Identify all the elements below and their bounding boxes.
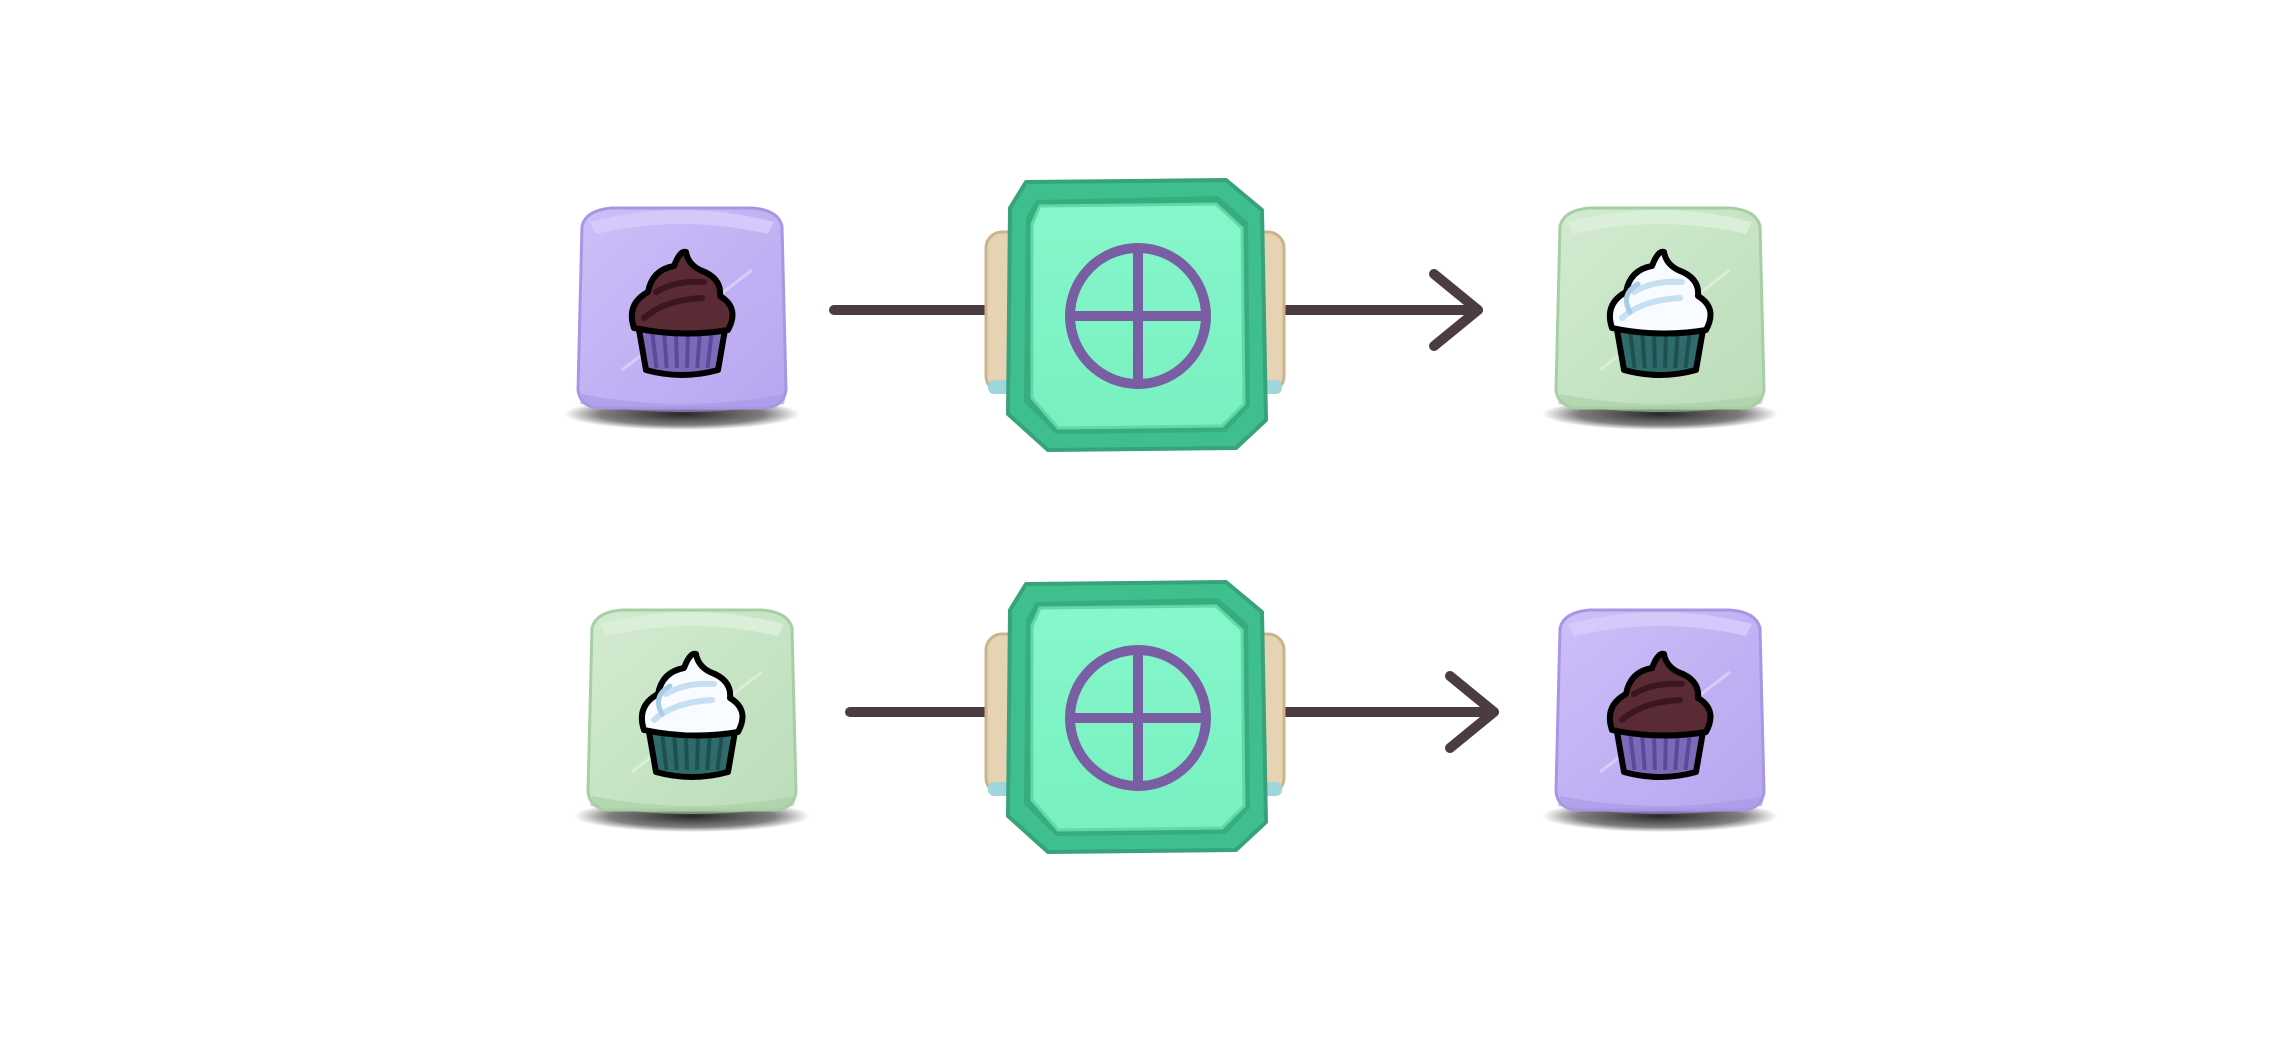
row-2-machine — [984, 580, 1286, 854]
vanilla-cupcake-icon — [638, 650, 746, 780]
row-2-output-arrow — [1279, 671, 1499, 753]
box-bottom-edge — [1558, 394, 1764, 412]
chocolate-cupcake-icon — [1606, 650, 1714, 780]
chocolate-cupcake-icon — [628, 248, 736, 378]
row-1-output-box — [1542, 206, 1778, 430]
box-lid — [600, 612, 784, 636]
arrow-head-icon — [1429, 269, 1483, 351]
row-2-output-box — [1542, 608, 1778, 832]
arrow-head-icon — [1445, 671, 1499, 753]
row-1-output-arrow — [1279, 269, 1483, 351]
box-bottom-edge — [1558, 796, 1764, 814]
row-2-input-box — [574, 608, 810, 832]
box-bottom-edge — [590, 796, 796, 814]
crosshair-circle-icon — [1065, 645, 1211, 791]
box-lid — [1568, 210, 1752, 234]
vanilla-cupcake-icon — [1606, 248, 1714, 378]
row-1-machine — [984, 178, 1286, 452]
crosshair-circle-icon — [1065, 243, 1211, 389]
row-1-input-box — [564, 206, 800, 430]
box-lid — [1568, 612, 1752, 636]
box-lid — [590, 210, 774, 234]
box-bottom-edge — [580, 394, 786, 412]
